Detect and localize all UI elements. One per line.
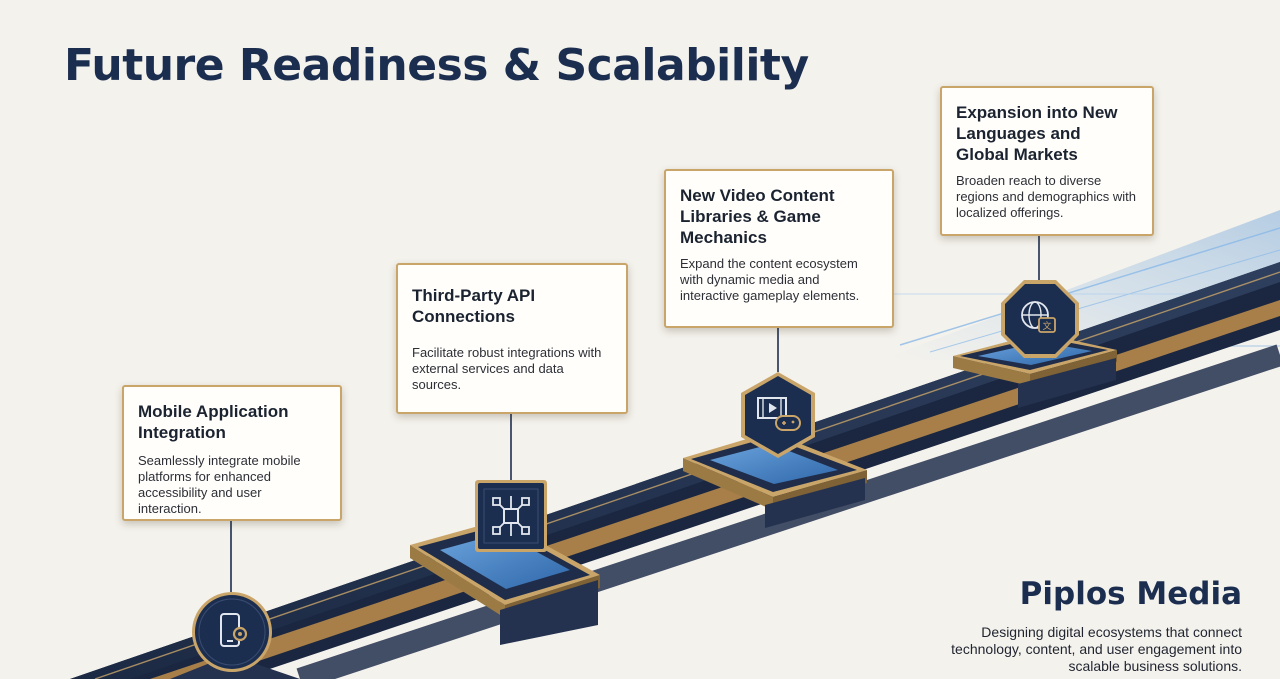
platform-2 (410, 520, 600, 645)
platform-3 (683, 432, 867, 528)
milestone-card-global-markets: Expansion into New Languages and Global … (940, 86, 1154, 236)
mobile-gear-icon (192, 592, 272, 672)
milestone-heading: New Video Content Libraries & Game Mecha… (680, 186, 835, 247)
brand-name: Piplos Media (1019, 576, 1242, 612)
milestone-heading: Third-Party API Connections (412, 286, 536, 326)
milestone-description: Broaden reach to diverse regions and dem… (956, 173, 1136, 220)
milestone-description: Expand the content ecosystem with dynami… (680, 256, 860, 303)
milestone-card-mobile: Mobile Application Integration Seamlessl… (122, 385, 342, 521)
card-connectors (230, 234, 1040, 592)
video-gamepad-icon (741, 372, 815, 458)
network-nodes-icon (475, 480, 547, 552)
brand-tagline: Designing digital ecosystems that connec… (951, 624, 1242, 674)
svg-text:文: 文 (1042, 320, 1051, 332)
milestone-card-api: Third-Party API Connections Facilitate r… (396, 263, 628, 414)
globe-translate-icon: 文 (1001, 280, 1079, 358)
page-title: Future Readiness & Scalability (64, 40, 809, 91)
milestone-description: Facilitate robust integrations with exte… (412, 345, 602, 392)
milestone-card-video-games: New Video Content Libraries & Game Mecha… (664, 169, 894, 328)
milestone-description: Seamlessly integrate mobile platforms fo… (138, 453, 301, 516)
milestone-heading: Mobile Application Integration (138, 402, 289, 442)
milestone-heading: Expansion into New Languages and Global … (956, 103, 1118, 164)
